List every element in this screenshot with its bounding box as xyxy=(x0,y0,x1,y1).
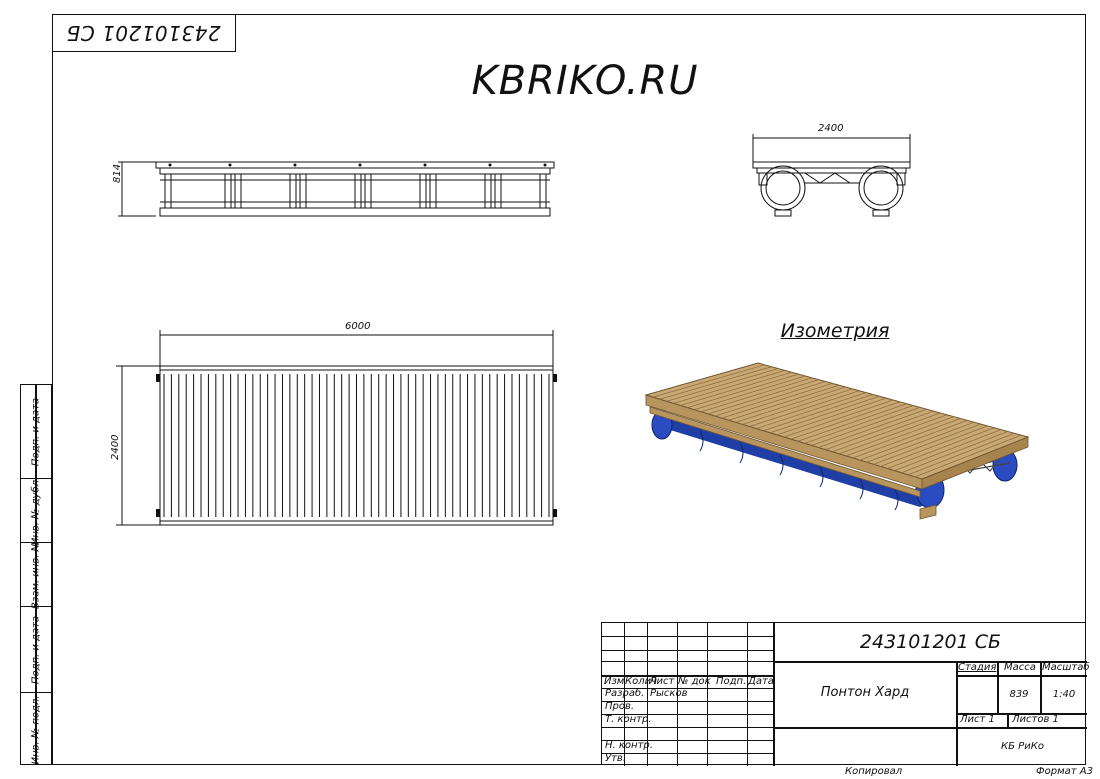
tb-role-tech-control: Т. контр. xyxy=(605,714,652,725)
iso-deck xyxy=(644,362,1030,480)
iso-slat-line xyxy=(825,410,934,450)
footer-copied: Копировал xyxy=(845,766,903,777)
iso-slat-line xyxy=(783,399,894,438)
iso-slat-line xyxy=(852,418,961,459)
tb-doc-code: 243101201 СБ xyxy=(859,631,1002,653)
tb-header-sign: Подп. xyxy=(716,676,747,687)
tb-header-list: Лист xyxy=(649,676,675,687)
iso-slat-line xyxy=(908,432,1015,476)
iso-slat-line xyxy=(742,388,853,425)
iso-slat-line xyxy=(797,403,907,442)
footer-format: Формат А3 xyxy=(1036,766,1093,777)
tb-role-approved: Утв. xyxy=(605,753,626,764)
iso-deck-slats xyxy=(652,364,1022,478)
iso-slat-line xyxy=(652,364,765,398)
iso-slat-line xyxy=(666,368,779,402)
tb-sheet-label: Лист 1 xyxy=(960,714,995,725)
iso-slat-line xyxy=(707,379,819,415)
tb-mass-label: Масса xyxy=(1004,662,1036,673)
side-strip: Подп. и дата Инв. № дубл. Взам. инв. № П… xyxy=(20,384,52,765)
iso-slat-line xyxy=(728,384,840,421)
tb-scale-label: Масштаб xyxy=(1042,662,1090,673)
dim-plan-width: 2400 xyxy=(110,434,121,460)
isometric-view xyxy=(644,362,1030,520)
tb-header-izm: Изм xyxy=(604,676,625,687)
dim-side-height: 814 xyxy=(112,163,123,183)
drawing-title: KBRIKO.RU xyxy=(471,58,699,104)
side-deck xyxy=(155,161,555,169)
iso-slat-line xyxy=(832,412,941,453)
iso-slat-line xyxy=(659,366,772,400)
iso-slat-line xyxy=(735,386,846,423)
side-bottom-rail xyxy=(159,207,551,217)
iso-slat-line xyxy=(873,423,981,465)
tb-scale-value: 1:40 xyxy=(1052,689,1076,700)
tb-sheets-label: Листов 1 xyxy=(1012,714,1059,725)
tb-header-doc: № док xyxy=(678,676,711,687)
drawing-frame xyxy=(52,14,1086,765)
iso-slat-line xyxy=(894,429,1002,471)
iso-slat-line xyxy=(687,373,799,408)
plan-view xyxy=(116,330,557,526)
tb-header-date: Дата xyxy=(748,676,774,687)
iso-slat-line xyxy=(790,401,900,440)
iso-slat-line xyxy=(680,371,792,406)
dim-end-width: 2400 xyxy=(818,123,844,134)
iso-slat-line xyxy=(770,395,880,434)
iso-slat-line xyxy=(804,405,914,444)
iso-slat-line xyxy=(845,416,954,457)
tb-organization: КБ РиКо xyxy=(1001,741,1044,752)
end-view xyxy=(752,134,911,217)
iso-slat-line xyxy=(880,425,988,467)
tb-product-name: Понтон Хард xyxy=(820,685,910,700)
tb-role-norm-control: Н. контр. xyxy=(605,740,653,751)
iso-slat-line xyxy=(776,397,887,436)
side-cell-orig-inv: Инв. № подл. xyxy=(30,695,42,764)
iso-slat-line xyxy=(763,394,873,432)
iso-slat-line xyxy=(811,407,921,446)
iso-slat-line xyxy=(887,427,995,469)
tb-role-checked: Пров. xyxy=(605,701,635,712)
tb-role-developer: Разраб. xyxy=(605,688,645,699)
iso-slat-line xyxy=(756,392,867,429)
side-view xyxy=(118,161,555,217)
side-cell-sign-date-top: Подп. и дата xyxy=(21,385,51,479)
side-cell-sign-date-bottom: Подп. и дата xyxy=(21,607,51,693)
corner-doc-code-box: 243101201 СБ xyxy=(52,14,236,52)
iso-slat-line xyxy=(694,375,806,411)
corner-doc-code: 243101201 СБ xyxy=(66,20,221,45)
side-frame-columns xyxy=(164,173,547,209)
iso-slat-line xyxy=(749,390,860,427)
plan-slats xyxy=(163,374,550,517)
iso-slat-line xyxy=(901,431,1008,474)
dim-plan-length: 6000 xyxy=(345,321,371,332)
tb-header-kolich: Колич xyxy=(625,676,658,687)
iso-slat-line xyxy=(701,377,813,413)
iso-side-beams xyxy=(645,394,1029,520)
side-cell-dup-inv: Инв. № дубл. xyxy=(21,476,51,545)
isometry-label: Изометрия xyxy=(780,320,890,342)
tb-name-developer: Рысков xyxy=(650,688,688,699)
side-cell-replace-inv: Взам. инв. № xyxy=(21,541,51,608)
tb-mass-value: 839 xyxy=(1009,689,1029,700)
tb-stage-label: Стадия xyxy=(958,662,997,673)
iso-slat-line xyxy=(818,408,927,448)
iso-slat-line xyxy=(673,370,786,404)
iso-slat-line xyxy=(914,434,1022,478)
iso-slat-line xyxy=(714,381,826,417)
iso-slat-line xyxy=(866,421,975,463)
iso-slat-line xyxy=(839,414,948,455)
iso-slat-line xyxy=(721,382,833,419)
title-block: Изм Колич Лист № док Подп. Дата Разраб. … xyxy=(601,622,1090,766)
iso-slat-line xyxy=(859,419,968,461)
